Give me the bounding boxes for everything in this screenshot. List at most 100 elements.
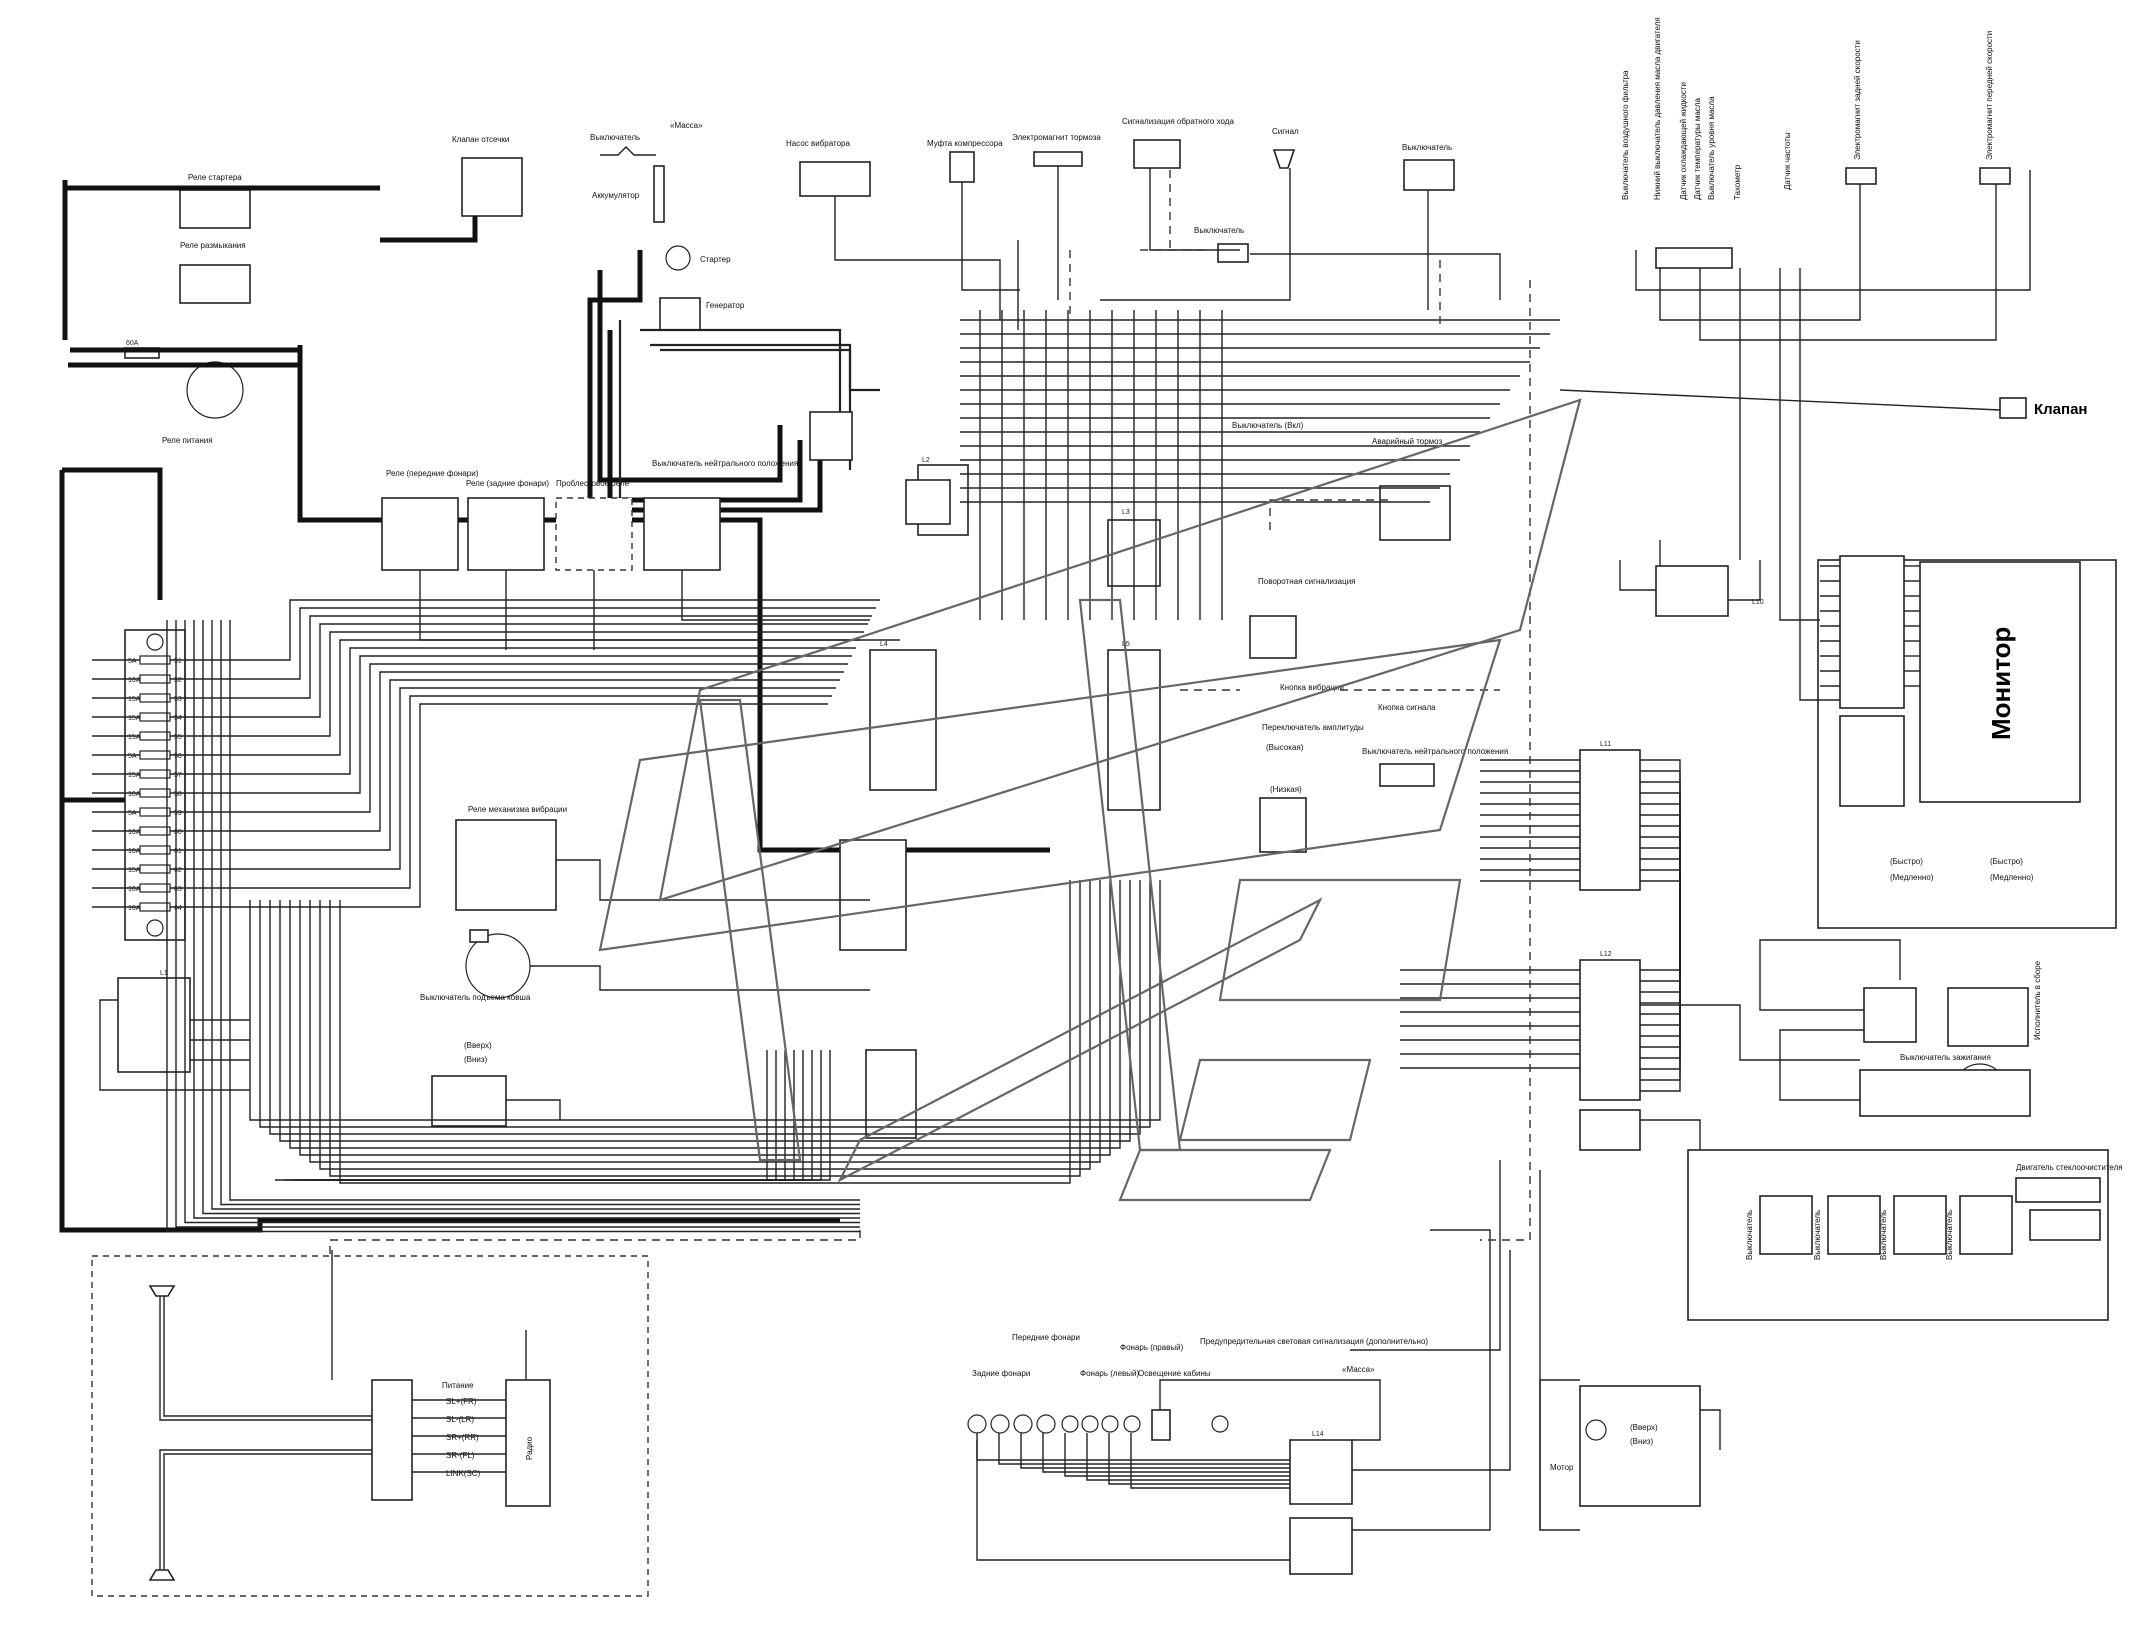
svg-text:L10: L10	[1752, 599, 1764, 606]
left-connector-block: L1	[117, 970, 191, 1073]
svg-text:(Вниз): (Вниз)	[1630, 1437, 1654, 1446]
air-filter-switch-label: Выключатель воздушного фильтра	[1621, 70, 1630, 200]
connector-l10	[1655, 565, 1729, 617]
neutral-switch-label: Выключатель нейтрального положения	[1362, 747, 1508, 756]
starter-relay-group: Реле стартера Реле размыкания Реле питан…	[124, 173, 251, 445]
vibration-button-label: Кнопка вибрации	[1280, 683, 1344, 692]
fuse-number: 53	[174, 696, 182, 703]
speaker-icon	[148, 1285, 176, 1297]
battery	[653, 165, 665, 223]
starter-relay	[179, 189, 251, 229]
watermark	[598, 398, 1582, 1202]
mass-switch-label: Выключатель	[590, 133, 640, 142]
fuse-number: 58	[174, 791, 182, 798]
fuse-number: 63	[174, 886, 182, 893]
down-label: (Вниз)	[464, 1055, 488, 1064]
horn-icon	[1272, 149, 1296, 169]
wiring-harness	[99, 166, 2031, 1561]
lamp-icon	[1061, 1415, 1079, 1433]
wiper-motor-label: Двигатель стеклоочистителя	[2016, 1163, 2123, 1172]
wiper-motor	[2015, 1177, 2101, 1203]
frequency-sensor-label: Датчик частоты	[1783, 132, 1792, 190]
radio-connector	[371, 1379, 413, 1501]
lamp-icon	[967, 1414, 987, 1434]
left-connector	[117, 977, 191, 1073]
rear-speed-magnet	[1845, 167, 1877, 185]
fuse-rating: 15A	[128, 715, 141, 722]
brake-magnet-label: Электромагнит тормоза	[1012, 133, 1101, 142]
lamps-group: Передние фонари Задние фонари Фонарь (ле…	[967, 1333, 1428, 1575]
connector-l6	[839, 839, 907, 951]
lamp-icon	[990, 1414, 1010, 1434]
actuator	[1947, 987, 2029, 1047]
svg-text:SL+(FR): SL+(FR)	[446, 1397, 477, 1406]
vibration-relay-group: Реле механизма вибрации Выключатель подъ…	[420, 805, 567, 1127]
fuse	[139, 788, 171, 798]
fuse	[139, 655, 171, 665]
right-connectors: L10 L11 L12	[1579, 565, 1764, 1151]
fuse-rating: 10A	[128, 677, 141, 684]
emergency-brake-label: Аварийный тормоз	[1372, 437, 1443, 446]
fuse	[139, 674, 171, 684]
fuse	[139, 902, 171, 912]
fuse-rating: 10A	[128, 829, 141, 836]
starter-label: Стартер	[700, 255, 731, 264]
fuse-rating: 5A	[128, 753, 137, 760]
lamp-icon	[1013, 1414, 1033, 1434]
actuator-label: Исполнитель в сборе	[2033, 960, 2042, 1040]
fuse-rating: 5A	[128, 810, 137, 817]
oil-temp-sensor-label: Датчик температуры масла	[1693, 98, 1702, 200]
svg-text:SL-(LR): SL-(LR)	[446, 1415, 474, 1424]
slow-label-2: (Медленно)	[1990, 873, 2034, 882]
rear-lamp-relay	[467, 497, 545, 571]
fuse-rating: 15A	[128, 734, 141, 741]
generator-label: Генератор	[706, 301, 745, 310]
connector-l12	[1579, 959, 1641, 1101]
rear-lamp-relay-label: Реле (задние фонари)	[466, 479, 549, 488]
sensor-connector	[1655, 247, 1733, 269]
fuse-rating: 5A	[128, 658, 137, 665]
fuse	[139, 845, 171, 855]
connector-l14	[1289, 1439, 1353, 1505]
brake-switch-box	[1379, 485, 1451, 541]
lamp-icon	[1123, 1415, 1141, 1433]
lamp-icon	[1036, 1414, 1056, 1434]
amplitude-switch-label: Переключатель амплитуды	[1262, 723, 1364, 732]
connector-l13	[1579, 1109, 1641, 1151]
turn-signal-box	[1249, 615, 1297, 659]
connector-l15	[1289, 1517, 1353, 1575]
front-speed-magnet-label: Электромагнит передней скорости	[1985, 31, 1994, 160]
svg-text:SR-(FL): SR-(FL)	[446, 1451, 475, 1460]
compressor-clutch-label: Муфта компрессора	[927, 139, 1003, 148]
fuse-number: 60	[174, 829, 182, 836]
coolant-sensor-label: Датчик охлаждающей жидкости	[1679, 82, 1688, 200]
fuse-number: 55	[174, 734, 182, 741]
shutoff-valve	[461, 157, 523, 217]
svg-text:L3: L3	[1122, 509, 1130, 516]
mid-switch	[1217, 243, 1249, 263]
front-lamp-relay-label: Реле (передние фонари)	[386, 469, 479, 478]
wiper-connector	[2029, 1209, 2101, 1241]
vibration-relay-label: Реле механизма вибрации	[468, 805, 567, 814]
fuse-number: 56	[174, 753, 182, 760]
fuse	[139, 750, 171, 760]
motor-frame	[1579, 1385, 1701, 1507]
switch-v3	[1893, 1195, 1947, 1255]
reverse-signal	[1133, 139, 1181, 169]
monitor-connector-1	[1839, 555, 1905, 709]
fuse	[139, 769, 171, 779]
fuse-number: 57	[174, 772, 182, 779]
fuse	[139, 864, 171, 874]
svg-text:Выключатель: Выключатель	[1813, 1210, 1822, 1260]
brake-magnet	[1033, 151, 1083, 167]
switch-v2	[1827, 1195, 1881, 1255]
fuse-rating: 10A	[128, 886, 141, 893]
main-fuse-label: 60A	[126, 340, 139, 347]
lamp-icon	[1211, 1415, 1229, 1433]
svg-text:(Вверх): (Вверх)	[1630, 1423, 1658, 1432]
oil-pressure-switch-label: Нижний выключатель давления масла двигат…	[1653, 17, 1662, 200]
motor-icon	[1585, 1419, 1607, 1441]
